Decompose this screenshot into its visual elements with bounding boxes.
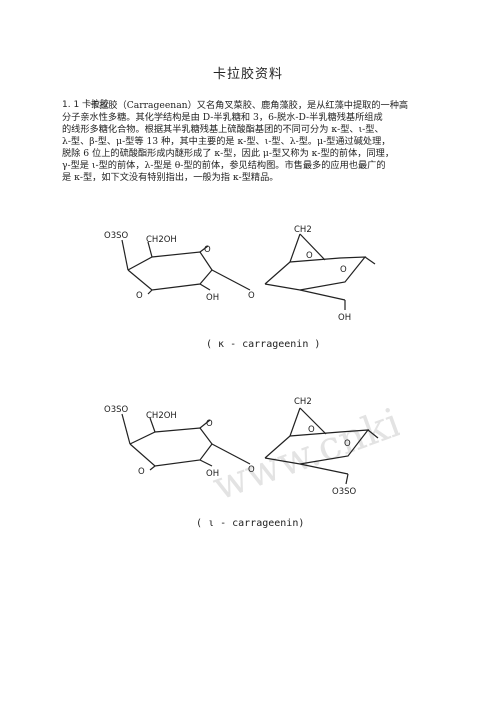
hydroxyl-label: OH (338, 313, 351, 323)
paragraph-line: 卡拉胶（Carrageenan）又名角叉菜胶、鹿角藻胶，是从红藻中提取的一种高 (90, 100, 409, 111)
hydroxymethyl-label: CH2OH (146, 411, 177, 421)
paragraph-line: 的线形多糖化合物。根据其半乳糖残基上硫酸酯基团的不同可分为 κ-型、ι-型、 (62, 124, 384, 135)
ring-oxygen-label: O (340, 265, 347, 275)
kappa-structure-diagram: O3SO CH2OH O O OH O CH2 O O OH ( κ - car… (104, 225, 376, 350)
paragraph-line: λ-型、β-型、μ-型等 13 种，其中主要的是 κ-型、ι-型、λ-型。μ-型… (62, 136, 391, 147)
glycosidic-oxygen-label: O (248, 291, 255, 301)
methylene-label: CH2 (294, 225, 312, 235)
oxygen-label: O (136, 291, 143, 301)
hydroxymethyl-label: CH2OH (146, 235, 177, 245)
figure-caption: ( ι - carrageenin) (196, 518, 304, 529)
iota-bonds (121, 407, 379, 485)
paragraph-line: 分子亲水性多糖。其化学结构是由 D-半乳糖和 3，6-脱水-D-半乳糖残基所组成 (62, 112, 383, 123)
iota-carrageenan-structure: www.cnki.in O3SO CH2OH O O OH O CH2 (100, 388, 400, 538)
glycosidic-oxygen-label: O (248, 465, 255, 475)
paragraph-line: 脱除 6 位上的硫酸酯形成内醚形成了 κ-型，因此 μ-型又称为 κ-型的前体，… (62, 148, 395, 159)
paragraph-line: γ-型是 ι-型的前体，λ-型是 θ-型的前体，参见结构图。市售最多的应用也最广… (62, 160, 386, 171)
sulfate-label: O3SO (104, 405, 128, 415)
oxygen-label: O (138, 467, 145, 477)
page-title: 卡拉胶资料 (212, 67, 283, 82)
kappa-bonds (121, 233, 376, 310)
ring-oxygen-label: O (344, 439, 351, 449)
figure-caption: ( κ - carrageenin ) (206, 339, 320, 350)
ring-oxygen-label: O (204, 245, 211, 255)
bridge-oxygen-label: O (306, 251, 313, 261)
sulfate-label: O3SO (332, 487, 356, 497)
kappa-carrageenan-structure: O3SO CH2OH O O OH O CH2 O O OH ( κ - car… (100, 212, 400, 367)
hydroxyl-label: OH (206, 469, 219, 479)
sulfate-label: O3SO (104, 231, 128, 241)
methylene-label: CH2 (294, 397, 312, 407)
bridge-oxygen-label: O (308, 425, 315, 435)
iota-structure-diagram: www.cnki.in O3SO CH2OH O O OH O CH2 (104, 388, 400, 529)
paragraph-line: 是 κ-型，如下文没有特别指出，一般为指 κ-型精品。 (62, 172, 279, 183)
section-heading: 1. 1 卡拉胶 (62, 100, 110, 110)
hydroxyl-label: OH (206, 293, 219, 303)
ring-oxygen-label: O (206, 419, 213, 429)
